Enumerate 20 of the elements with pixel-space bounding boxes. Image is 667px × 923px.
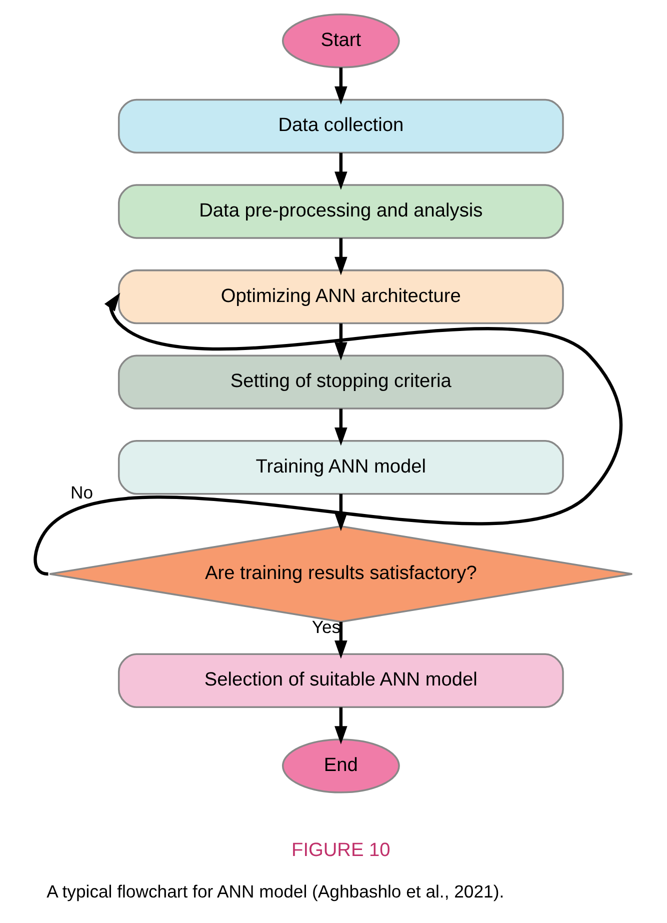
arrow [334, 238, 348, 276]
edge-label: No [70, 482, 94, 503]
node-box: Training ANN model [118, 440, 564, 495]
node-ellipse: Start [282, 14, 400, 68]
arrow [334, 323, 348, 360]
label: FIGURE 10 [292, 840, 390, 862]
arrow [334, 707, 348, 744]
node-box: Setting of stopping criteria [118, 354, 564, 410]
caption: A typical flowchart for ANN model (Aghbashlo et al., 2021). [46, 882, 504, 902]
node-box: Data collection [118, 98, 564, 154]
arrow [334, 494, 348, 532]
node-ellipse: End [282, 738, 400, 794]
arrow [334, 68, 348, 105]
arrow [334, 408, 348, 446]
arrow [334, 622, 348, 659]
arrow [334, 152, 348, 190]
node-box: Optimizing ANN architecture [118, 269, 564, 324]
arrow [34, 292, 622, 576]
node-box: Selection of suitable ANN model [118, 653, 564, 708]
node-box: Data pre-processing and analysis [118, 184, 564, 239]
